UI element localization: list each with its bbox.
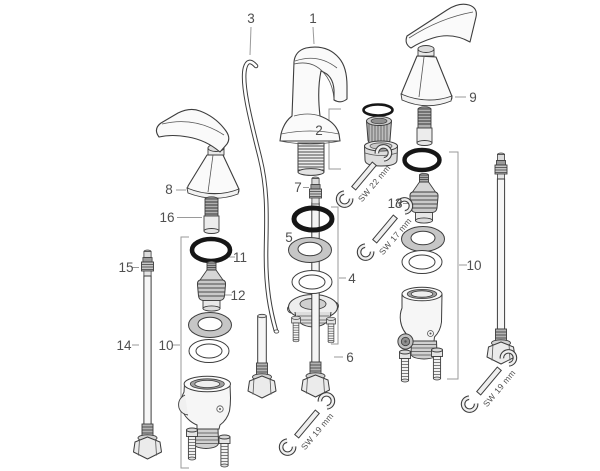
callout-8: 8 bbox=[165, 182, 173, 197]
flange-screw-right bbox=[326, 316, 336, 344]
bracket-part-10-right bbox=[447, 151, 459, 380]
callout-15: 15 bbox=[118, 260, 133, 275]
right-valve-column bbox=[397, 147, 445, 383]
friction-washer-center bbox=[288, 237, 332, 263]
part-callouts: 1 3 9 2 8 7 13 16 5 11 15 4 10 12 14 10 … bbox=[116, 11, 481, 365]
hose-tube-right bbox=[496, 178, 506, 330]
compression-nut-rod bbox=[301, 361, 330, 398]
oring-right bbox=[402, 147, 442, 173]
valve-body-left bbox=[178, 375, 232, 450]
callout-10-left: 10 bbox=[158, 338, 173, 353]
hose-fitting-right bbox=[494, 152, 508, 181]
right-supply-hose bbox=[486, 152, 516, 365]
callout-11: 11 bbox=[233, 250, 247, 265]
center-mounting-column bbox=[247, 176, 339, 399]
seal-washer-center bbox=[291, 270, 333, 294]
right-handle bbox=[400, 3, 477, 107]
callout-10-right: 10 bbox=[466, 258, 481, 273]
friction-washer-right bbox=[401, 226, 445, 252]
aerator-group bbox=[362, 103, 399, 167]
valve-screw-left-2 bbox=[218, 434, 231, 468]
valve-screw-right-1 bbox=[399, 349, 411, 383]
aerator-oring bbox=[362, 103, 394, 117]
hose-guide-tube bbox=[241, 59, 280, 334]
callout-14: 14 bbox=[116, 338, 132, 353]
aerator-insert bbox=[365, 116, 393, 145]
hose-nut-left bbox=[133, 423, 162, 460]
connector-stem bbox=[309, 176, 322, 205]
callout-12: 12 bbox=[230, 288, 245, 303]
hose-nut-right bbox=[486, 328, 516, 365]
valve-screw-right-2 bbox=[431, 347, 443, 381]
spout-body bbox=[279, 46, 348, 142]
hose-fitting-left bbox=[141, 249, 154, 278]
seal-washer-right bbox=[401, 250, 443, 274]
spout bbox=[279, 46, 348, 176]
right-handle-lever bbox=[405, 3, 477, 49]
bracket-part-10-left bbox=[180, 236, 189, 469]
oring-left bbox=[189, 236, 233, 264]
friction-washer-left bbox=[188, 312, 232, 338]
handle-screw-left bbox=[203, 196, 220, 234]
leader-part-3 bbox=[249, 26, 252, 56]
wrench-sw19-center: SW 19 mm bbox=[278, 392, 344, 464]
supply-tube-left bbox=[257, 313, 267, 365]
left-handle bbox=[155, 108, 240, 199]
cartridge-left bbox=[196, 260, 227, 312]
callout-3: 3 bbox=[247, 11, 255, 26]
seal-washer-left bbox=[188, 339, 230, 363]
leader-part-1 bbox=[312, 26, 315, 45]
oring-center bbox=[291, 205, 335, 233]
valve-body-right bbox=[397, 286, 443, 360]
valve-screw-left-1 bbox=[186, 427, 198, 461]
callout-9: 9 bbox=[469, 90, 477, 105]
left-supply-hose bbox=[133, 249, 162, 460]
right-handle-skirt bbox=[401, 55, 453, 102]
flange-screw-left bbox=[291, 315, 301, 343]
cartridge-right bbox=[409, 172, 439, 224]
hose-tube-left bbox=[143, 275, 152, 427]
callout-7: 7 bbox=[294, 180, 302, 195]
spout-threaded-shank bbox=[297, 142, 325, 173]
tube-end bbox=[273, 329, 280, 334]
callout-2: 2 bbox=[315, 123, 323, 138]
callout-5: 5 bbox=[285, 230, 293, 245]
left-valve-column bbox=[178, 236, 233, 468]
handle-screw-right bbox=[416, 106, 433, 146]
bracket-part-4 bbox=[331, 206, 339, 345]
callout-6: 6 bbox=[346, 350, 354, 365]
callout-1: 1 bbox=[309, 11, 317, 26]
compression-nut-left-tube bbox=[247, 362, 277, 399]
callout-4: 4 bbox=[348, 271, 356, 286]
callout-16: 16 bbox=[159, 210, 174, 225]
left-handle-skirt bbox=[187, 154, 240, 195]
callout-13: 13 bbox=[387, 196, 402, 211]
left-handle-lever bbox=[155, 108, 230, 153]
